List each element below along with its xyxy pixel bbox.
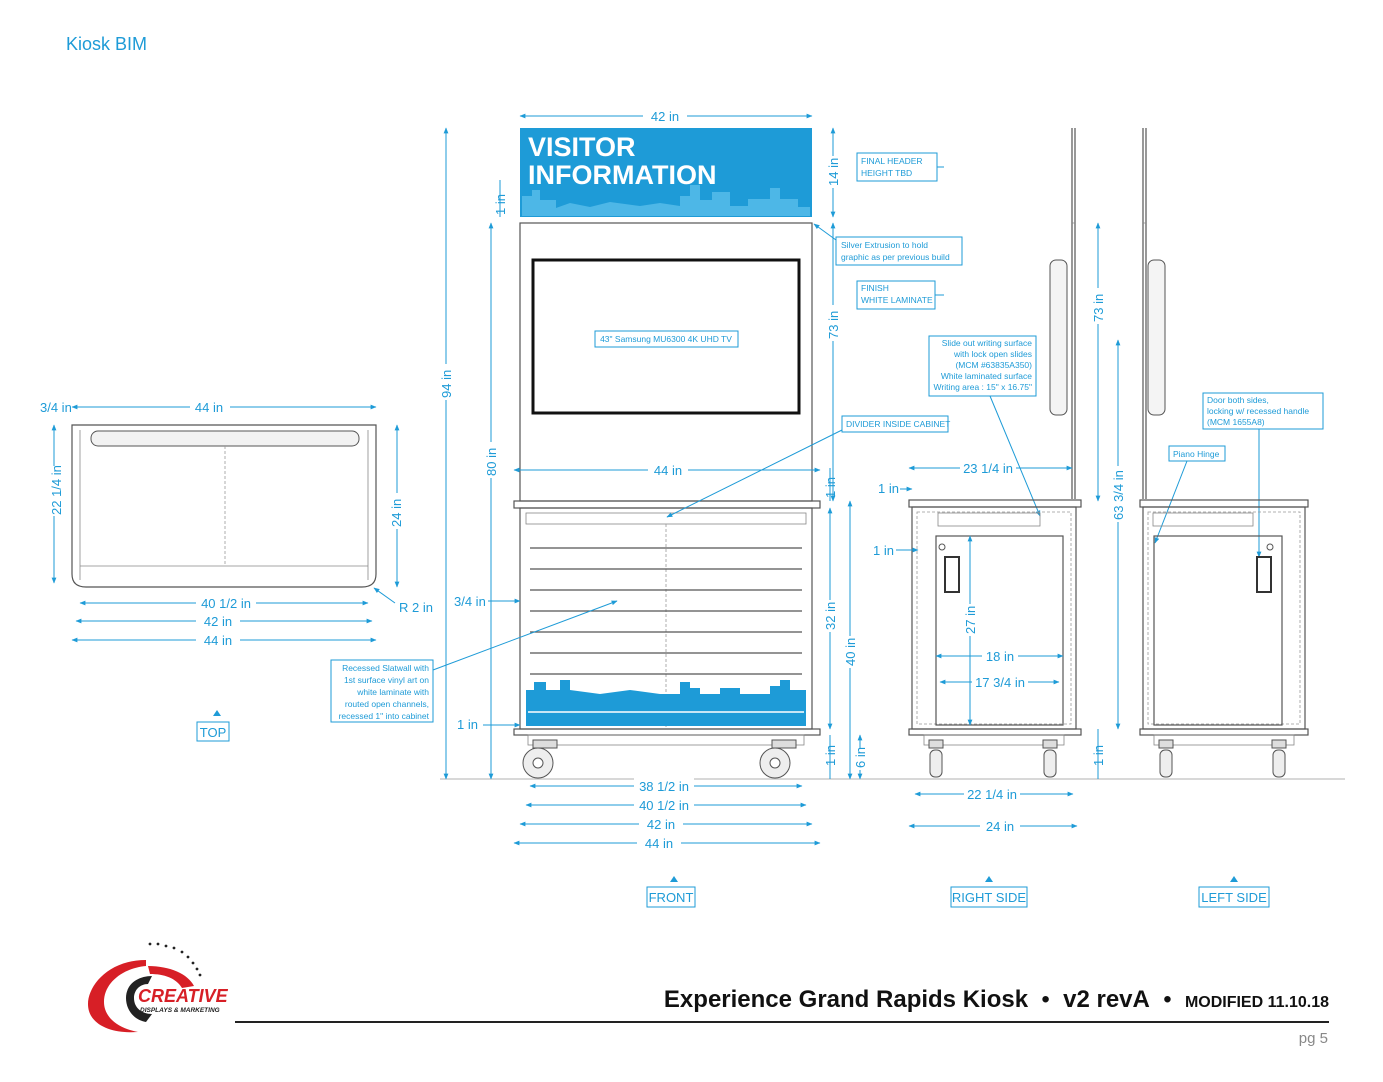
top-dim-42: 42 in bbox=[204, 614, 232, 629]
callout-finish-2: WHITE LAMINATE bbox=[861, 295, 933, 305]
callout-divider: DIVIDER INSIDE CABINET bbox=[846, 419, 950, 429]
front-dim-1b: 1 in bbox=[823, 477, 838, 498]
front-dim-14: 14 in bbox=[826, 158, 841, 186]
front-dim-42: 42 in bbox=[647, 817, 675, 832]
callout-slatwall-3: white laminate with bbox=[356, 687, 429, 697]
front-dim-1d: 1 in bbox=[823, 745, 838, 766]
front-dim-80: 80 in bbox=[484, 448, 499, 476]
right-dim-1a: 1 in bbox=[878, 481, 899, 496]
callout-extrusion-2: graphic as per previous build bbox=[841, 252, 950, 262]
front-dim-42top: 42 in bbox=[651, 109, 679, 124]
front-dim-1c: 1 in bbox=[457, 717, 478, 732]
right-dim-17: 17 3/4 in bbox=[975, 675, 1025, 690]
callout-finish-1: FINISH bbox=[861, 283, 889, 293]
top-dim-24: 24 in bbox=[389, 499, 404, 527]
callout-slatwall-2: 1st surface vinyl art on bbox=[344, 675, 429, 685]
logo-tagline: DISPLAYS & MARKETING bbox=[140, 1007, 220, 1014]
side-casters-right bbox=[928, 739, 1058, 778]
logo-brand: CREATIVE bbox=[138, 986, 229, 1006]
callout-extrusion-1: Silver Extrusion to hold bbox=[841, 240, 928, 250]
callout-hinge: Piano Hinge bbox=[1173, 449, 1220, 459]
right-dim-27: 27 in bbox=[963, 606, 978, 634]
top-view: 44 in 3/4 in 22 1/4 in 24 in 40 1/2 in 4… bbox=[40, 399, 433, 742]
callout-slideout-1: Slide out writing surface bbox=[942, 338, 1033, 348]
tv-label: 43" Samsung MU6300 4K UHD TV bbox=[600, 334, 732, 344]
callout-door-3: (MCM 1655A8) bbox=[1207, 417, 1265, 427]
front-dim-32: 32 in bbox=[823, 602, 838, 630]
callout-header-1: FINAL HEADER bbox=[861, 156, 923, 166]
view-label-left: LEFT SIDE bbox=[1201, 890, 1267, 905]
right-dim-1: 1 in bbox=[1091, 745, 1106, 766]
right-dim-63: 63 3/4 in bbox=[1111, 470, 1126, 520]
footer-project: Experience Grand Rapids Kiosk bbox=[663, 986, 1029, 1013]
top-dim-22: 22 1/4 in bbox=[49, 465, 64, 515]
right-dim-24: 24 in bbox=[986, 819, 1014, 834]
footer-rule bbox=[235, 1021, 1329, 1023]
callout-slideout-2: with lock open slides bbox=[953, 349, 1032, 359]
front-dim-44: 44 in bbox=[654, 463, 682, 478]
callout-slatwall-5: recessed 1" into cabinet bbox=[339, 711, 430, 721]
footer-modified: MODIFIED 11.10.18 bbox=[1184, 994, 1329, 1011]
document-title: Kiosk BIM bbox=[66, 34, 148, 54]
front-dim-1a: 1 in bbox=[493, 194, 508, 215]
top-dim-44: 44 in bbox=[195, 400, 223, 415]
front-dim-34: 3/4 in bbox=[454, 594, 486, 609]
callouts: FINAL HEADER HEIGHT TBD Silver Extrusion… bbox=[330, 152, 1324, 723]
right-dim-22: 22 1/4 in bbox=[967, 787, 1017, 802]
view-label-front: FRONT bbox=[649, 890, 694, 905]
right-side-view: 23 1/4 in 1 in 1 in 27 in 18 in 17 3/4 i… bbox=[873, 128, 1126, 908]
top-dim-r2: R 2 in bbox=[399, 600, 433, 615]
creative-logo-icon: CREATIVE DISPLAYS & MARKETING bbox=[88, 942, 229, 1033]
callout-header-2: HEIGHT TBD bbox=[861, 168, 912, 178]
front-dim-38: 38 1/2 in bbox=[639, 779, 689, 794]
page-number: pg 5 bbox=[1298, 1030, 1328, 1047]
callout-door-2: locking w/ recessed handle bbox=[1207, 406, 1309, 416]
callout-slideout-5: Writing area : 15" x 16.75" bbox=[934, 382, 1033, 392]
front-dim-73: 73 in bbox=[826, 311, 841, 339]
right-dim-23: 23 1/4 in bbox=[963, 461, 1013, 476]
right-dim-1b: 1 in bbox=[873, 543, 894, 558]
view-label-top: TOP bbox=[200, 725, 227, 740]
callout-slatwall-4: routed open channels, bbox=[345, 699, 429, 709]
top-dim-34: 3/4 in bbox=[40, 400, 72, 415]
front-view: VISITOR INFORMATION 43" Samsung MU6300 4… bbox=[438, 108, 1345, 908]
side-casters-left bbox=[1158, 739, 1287, 778]
front-dim-40b: 40 1/2 in bbox=[639, 798, 689, 813]
top-dim-40: 40 1/2 in bbox=[201, 596, 251, 611]
callout-slideout-4: White laminated surface bbox=[941, 371, 1032, 381]
view-label-right: RIGHT SIDE bbox=[952, 890, 1026, 905]
callout-door-1: Door both sides, bbox=[1207, 395, 1269, 405]
front-dim-94: 94 in bbox=[439, 370, 454, 398]
graphic-line1: VISITOR bbox=[528, 132, 636, 162]
front-dim-40: 40 in bbox=[843, 638, 858, 666]
left-side-view: LEFT SIDE bbox=[1139, 128, 1309, 908]
front-dim-44b: 44 in bbox=[645, 836, 673, 851]
right-dim-73: 73 in bbox=[1091, 294, 1106, 322]
caster-left bbox=[522, 739, 558, 779]
caster-right bbox=[759, 739, 797, 779]
footer-version: v2 revA bbox=[1063, 986, 1150, 1013]
top-dim-44b: 44 in bbox=[204, 633, 232, 648]
footer-title: Experience Grand Rapids Kiosk • v2 revA … bbox=[663, 986, 1329, 1013]
right-dim-18: 18 in bbox=[986, 649, 1014, 664]
graphic-line2: INFORMATION bbox=[528, 160, 716, 190]
callout-slideout-3: (MCM #63835A350) bbox=[955, 360, 1032, 370]
callout-slatwall-1: Recessed Slatwall with bbox=[342, 663, 429, 673]
front-dim-6: 6 in bbox=[853, 747, 868, 768]
